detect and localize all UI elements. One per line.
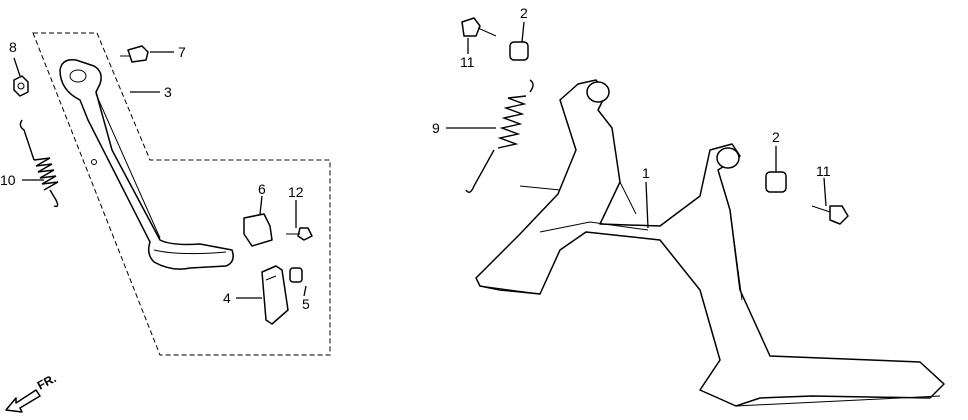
bolt-part-11-right bbox=[811, 205, 849, 225]
collar-part-2-right bbox=[765, 171, 787, 193]
callout-4: 4 bbox=[223, 290, 231, 306]
callout-12: 12 bbox=[288, 184, 304, 200]
bracket-part-4 bbox=[261, 265, 289, 325]
callout-9: 9 bbox=[432, 120, 440, 136]
spring-part-10 bbox=[19, 119, 59, 208]
side-stand-group-outline bbox=[32, 32, 331, 356]
callout-11-top: 11 bbox=[460, 54, 475, 70]
spring-part-9 bbox=[465, 79, 534, 193]
rubber-part-6 bbox=[243, 213, 273, 247]
collar-part-5 bbox=[289, 267, 303, 283]
callout-2-top: 2 bbox=[520, 5, 528, 21]
bolt-part-11-top bbox=[461, 17, 497, 37]
callout-8: 8 bbox=[9, 39, 17, 55]
callout-11-right: 11 bbox=[816, 163, 831, 179]
side-stand-part bbox=[59, 58, 234, 270]
callout-5: 5 bbox=[302, 296, 310, 312]
leader-lines bbox=[13, 21, 827, 299]
main-stand-part-1 bbox=[475, 79, 945, 407]
front-arrow-icon bbox=[5, 389, 41, 413]
callout-3: 3 bbox=[164, 84, 172, 100]
callout-7: 7 bbox=[178, 44, 186, 60]
nut-part-8 bbox=[13, 75, 29, 97]
callout-numbers: 1 2 2 3 4 5 6 7 8 9 10 11 11 12 bbox=[0, 5, 831, 312]
front-label: FR. bbox=[35, 371, 59, 392]
front-direction-indicator: FR. bbox=[5, 371, 59, 413]
callout-10: 10 bbox=[0, 172, 16, 188]
callout-6: 6 bbox=[258, 181, 266, 197]
collar-part-2-top bbox=[509, 41, 529, 61]
callout-2-right: 2 bbox=[772, 129, 780, 145]
callout-1: 1 bbox=[642, 165, 650, 181]
bolt-part-7 bbox=[120, 45, 149, 63]
screw-part-12 bbox=[286, 227, 313, 241]
